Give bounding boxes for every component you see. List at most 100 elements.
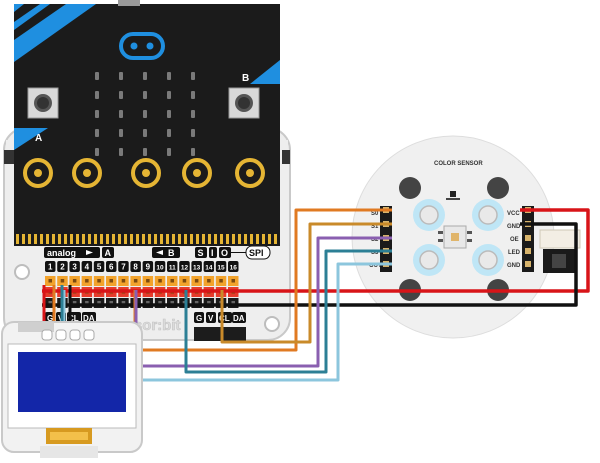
header-pin: [109, 279, 113, 283]
sensor-header-pin: [525, 248, 531, 254]
header-pin: [72, 301, 77, 305]
edge-finger: [16, 234, 19, 244]
led-2-1: [119, 110, 123, 118]
edge-finger: [40, 234, 43, 244]
led-matrix: [95, 72, 195, 156]
led-2-4: [191, 110, 195, 118]
header-pin: [158, 301, 162, 305]
group-label-analog: analog: [47, 248, 76, 258]
header-pin: [48, 279, 52, 283]
header-pin: [194, 279, 199, 283]
pin-number-box: [45, 261, 56, 272]
header-pin: [182, 279, 187, 283]
sensor-pin-s0: S0: [371, 211, 379, 217]
pin-number-box: [106, 261, 117, 272]
pin-number-box: [118, 261, 129, 272]
header-pin: [121, 301, 126, 305]
header-pin: [170, 301, 174, 305]
led-1-2: [143, 91, 147, 99]
i2c-left-g: G: [47, 314, 53, 323]
header-pin: [72, 279, 77, 283]
edge-finger: [154, 234, 157, 244]
header-pin: [85, 301, 89, 305]
pin-number-box: [81, 261, 93, 272]
pin-number-3: 3: [72, 263, 77, 272]
button-a[interactable]: [27, 87, 59, 119]
pin-number-16: 16: [230, 265, 238, 272]
header-pin: [48, 301, 52, 305]
edge-finger: [124, 234, 127, 244]
pin-number-11: 11: [169, 265, 176, 272]
led-3-0: [95, 129, 99, 137]
white-led-2: [472, 199, 504, 231]
i2c-right-g: G: [196, 314, 202, 323]
pin-number-1: 1: [48, 263, 53, 272]
led-0-2: [143, 72, 147, 80]
pin-number-8: 8: [133, 263, 138, 272]
button-b-label: B: [242, 73, 249, 84]
header-pin: [133, 279, 138, 283]
sensor-pin-led: LED: [508, 250, 521, 256]
header-pin: [97, 279, 101, 283]
edge-finger: [160, 234, 163, 244]
microbit-board: A B: [14, 0, 280, 246]
header-pin: [109, 301, 113, 305]
edge-finger: [118, 234, 121, 244]
group-label-o: O: [221, 248, 228, 258]
pin-number-6: 6: [109, 263, 114, 272]
sensor-pin-oe: OE: [510, 237, 519, 243]
sensor-pin-out: OUT: [369, 263, 382, 269]
led-1-4: [191, 91, 195, 99]
microbit-logo-icon: [119, 32, 165, 60]
pin-number-12: 12: [181, 265, 189, 272]
button-b[interactable]: [228, 87, 260, 119]
edge-finger: [256, 234, 259, 244]
header-pin: [121, 279, 126, 283]
edge-finger: [232, 234, 235, 244]
pin-number-4: 4: [85, 263, 90, 272]
i2c-right-cl: CL: [219, 314, 230, 323]
led-4-4: [191, 148, 195, 156]
led-4-1: [119, 148, 123, 156]
edge-finger: [178, 234, 181, 244]
oled-module: [1, 321, 143, 458]
edge-finger: [142, 234, 145, 244]
edge-finger: [274, 234, 277, 244]
header-pin: [170, 279, 174, 283]
edge-finger: [208, 234, 211, 244]
edge-finger: [202, 234, 205, 244]
header-pin: [219, 279, 223, 283]
pin-number-box: [203, 261, 215, 272]
edge-finger: [82, 234, 85, 244]
edge-rings: [23, 158, 265, 188]
header-pin: [231, 279, 235, 283]
edge-finger: [244, 234, 247, 244]
edge-finger: [262, 234, 265, 244]
pin-number-14: 14: [205, 265, 213, 272]
sensor-pin-gnd-2: GND: [507, 263, 521, 269]
pin-number-box: [167, 261, 178, 272]
edge-finger: [76, 234, 79, 244]
edge-finger: [64, 234, 67, 244]
i2c-right-da: DA: [233, 314, 245, 323]
pin-number-10: 10: [156, 265, 164, 272]
led-1-1: [119, 91, 123, 99]
led-1-0: [95, 91, 99, 99]
edge-finger: [58, 234, 61, 244]
edge-finger: [214, 234, 217, 244]
edge-finger: [22, 234, 25, 244]
edge-finger: [28, 234, 31, 244]
color-sensor-title: COLOR SENSOR: [434, 161, 483, 167]
led-4-2: [143, 148, 147, 156]
oled-screen: [18, 352, 126, 412]
wire-red-vcc: [42, 208, 590, 293]
led-4-3: [167, 148, 171, 156]
edge-finger: [148, 234, 151, 244]
pin-number-box: [228, 261, 239, 272]
sensor-pin-s1: S1: [371, 224, 379, 230]
pin-number-box: [142, 261, 154, 272]
edge-finger: [250, 234, 253, 244]
pin-number-7: 7: [121, 263, 126, 272]
